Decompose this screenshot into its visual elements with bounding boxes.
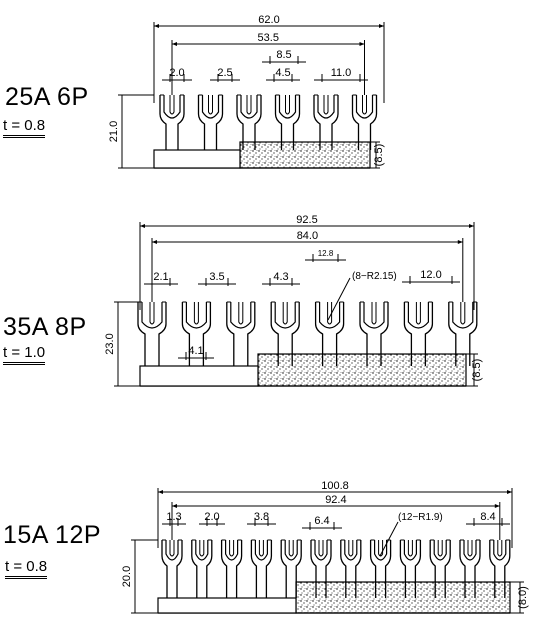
carrier-strip (257, 353, 467, 387)
dim-pitch: 11.0 (331, 67, 352, 79)
terminal (369, 539, 392, 598)
dim-slot-inner: 3.5 (209, 271, 224, 283)
terminal (197, 94, 224, 150)
terminal (313, 94, 339, 150)
dim-radius: (12−R1.9) (398, 512, 443, 523)
terminal (489, 539, 511, 598)
terminal (351, 94, 378, 150)
terminal (399, 539, 422, 598)
thickness-15a-12p: t = 0.8 (5, 558, 48, 579)
dim-slot-gap: 3.8 (254, 511, 269, 523)
terminal (280, 539, 302, 598)
dim-base-height: (8.0) (517, 586, 529, 609)
leg-region (153, 149, 241, 169)
dim-pitch: 8.4 (480, 511, 495, 523)
terminal (270, 301, 300, 366)
dim-radius: (8−R2.15) (352, 271, 397, 282)
leg-region (139, 365, 259, 387)
terminal (274, 94, 301, 150)
dim-slot-w: 2.1 (153, 271, 168, 283)
dim-pitch-outer: 8.5 (276, 49, 291, 61)
dim-slot-gap: 4.3 (273, 271, 288, 283)
dim-height: 20.0 (121, 566, 133, 587)
terminal (359, 301, 389, 366)
terminal (429, 539, 451, 598)
drawing-35a-8p: 92.5 84.0 23.0 (8.5) 2.1 3.5 4.3 12.8 12.0 4.1 (8−… (104, 214, 483, 387)
terminal (459, 539, 481, 598)
carrier-strip (239, 141, 371, 169)
dim-pitch: 12.0 (420, 269, 441, 281)
terminal (159, 94, 185, 150)
leg-region (157, 597, 297, 614)
terminal (340, 539, 362, 598)
dim-slot-inner: 2.5 (217, 67, 232, 79)
terminal (403, 301, 434, 366)
terminal (448, 301, 478, 366)
dim-tab-w: 6.4 (314, 515, 329, 527)
thickness-25a-6p: t = 0.8 (3, 117, 46, 138)
drawing-15a-12p: 100.8 92.4 20.0 (8.0) 1.3 2.0 3.8 6.4 8.4 (12−R1.… (121, 480, 529, 614)
dim-pitch-inner: 4.5 (275, 67, 290, 79)
terminal (137, 301, 167, 366)
dim-slot-w: 2.0 (169, 67, 184, 79)
dim-base-height: (8.5) (471, 359, 483, 382)
terminal (236, 94, 262, 150)
radius-leader (379, 521, 399, 557)
terminal (191, 539, 213, 598)
dim-overall: 62.0 (258, 14, 279, 26)
terminal (220, 539, 243, 598)
terminal (181, 301, 212, 366)
dim-span: 53.5 (258, 32, 279, 44)
dim-gap: 4.1 (188, 345, 203, 357)
radius-leader (327, 277, 351, 321)
dim-overall: 92.5 (296, 214, 317, 226)
terminal (226, 301, 256, 366)
carrier-strip (295, 581, 511, 614)
terminal (250, 539, 273, 598)
dim-height: 23.0 (104, 333, 116, 354)
dim-slot-inner: 2.0 (204, 511, 219, 523)
dim-slot-w: 1.3 (166, 511, 181, 523)
part-title-15a-12p: 15A 12P (3, 521, 102, 549)
part-title-35a-8p: 35A 8P (3, 313, 87, 341)
dim-base-height: (8.5) (373, 144, 385, 167)
dim-height: 21.0 (108, 121, 120, 142)
terminal (161, 539, 183, 598)
dim-span: 84.0 (297, 230, 318, 242)
dim-span: 92.4 (325, 494, 346, 506)
part-title-25a-6p: 25A 6P (5, 83, 89, 111)
drawing-25a-6p: 62.0 53.5 21.0 (8.5) 2.0 2.5 8.5 4.5 11.0 (108, 14, 385, 169)
thickness-35a-8p: t = 1.0 (3, 344, 46, 365)
terminal (310, 539, 332, 598)
terminal (314, 301, 345, 366)
dim-tab-w: 12.8 (318, 249, 334, 258)
dim-overall: 100.8 (321, 480, 349, 492)
